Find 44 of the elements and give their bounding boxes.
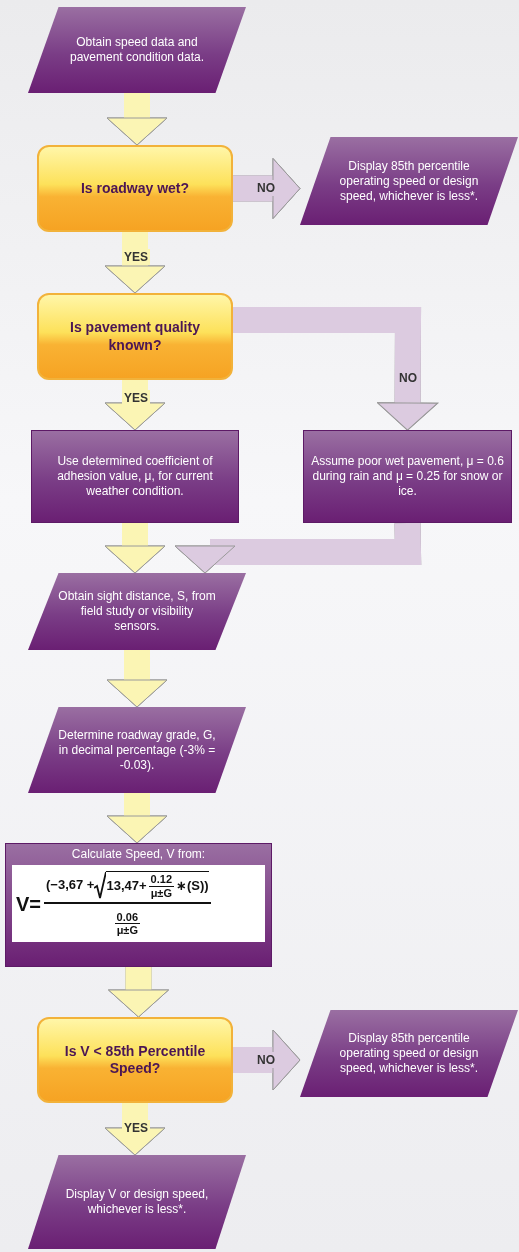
block-arrow	[108, 967, 169, 1018]
process-box	[303, 430, 512, 523]
box-text: Display 85th percentile operating speed or design speed, whichever is less*.	[338, 158, 480, 204]
block-arrow	[233, 158, 301, 219]
question-text: Is V < 85th Percentile Speed?	[63, 1042, 207, 1078]
edge-label: NO	[255, 1052, 277, 1068]
block-arrow	[104, 380, 166, 431]
formula-text: 0.06	[114, 911, 140, 925]
formula-text: μ±G	[116, 924, 138, 937]
box-text: Display V or design speed, whichever is less*.	[64, 1187, 210, 1217]
data-parallelogram	[300, 1010, 518, 1097]
box-text: Determine roadway grade, G, in decimal percentage (-3% = -0.03).	[58, 727, 216, 773]
block-arrow	[233, 1029, 301, 1091]
formula-text: (−3,67 +	[46, 877, 95, 893]
decision-box	[37, 1017, 233, 1103]
formula-text: V=	[16, 892, 42, 915]
block-arrow	[104, 1103, 166, 1156]
block-arrow	[104, 523, 166, 574]
process-box	[31, 430, 239, 523]
data-parallelogram	[300, 137, 518, 225]
box-heading: Calculate Speed, V from:	[71, 847, 206, 862]
block-arrow	[233, 307, 439, 431]
decision-box	[37, 293, 233, 380]
edge-label: NO	[255, 180, 277, 196]
block-arrow	[106, 650, 168, 708]
question-text: Is pavement quality known?	[69, 319, 201, 354]
decision-box	[37, 145, 233, 232]
formula-text: μ±G	[150, 886, 172, 899]
block-arrow	[104, 232, 166, 294]
edge-label: YES	[122, 390, 150, 406]
edge-label: YES	[122, 249, 150, 265]
box-text: Obtain speed data and pavement condition data.	[68, 35, 206, 65]
formula-text: 13,47+	[106, 878, 147, 894]
formula-text: ∗(S))	[176, 878, 209, 894]
formula-box	[5, 843, 272, 967]
box-text: Obtain sight distance, S, from field study or visibility sensors.	[58, 589, 216, 634]
block-arrow	[106, 93, 168, 146]
box-text: Use determined coefficient of adhesion value, μ, for current weather condition.	[56, 454, 214, 499]
question-text: Is roadway wet?	[80, 179, 190, 198]
box-text: Assume poor wet pavement, μ = 0.6 during rain and μ = 0.25 for snow or ice.	[310, 454, 505, 499]
formula-text: 0.12	[148, 873, 174, 887]
block-arrow	[106, 793, 168, 844]
box-text: Display 85th percentile operating speed or design speed, whichever is less*.	[338, 1031, 480, 1076]
block-arrow	[174, 522, 422, 574]
